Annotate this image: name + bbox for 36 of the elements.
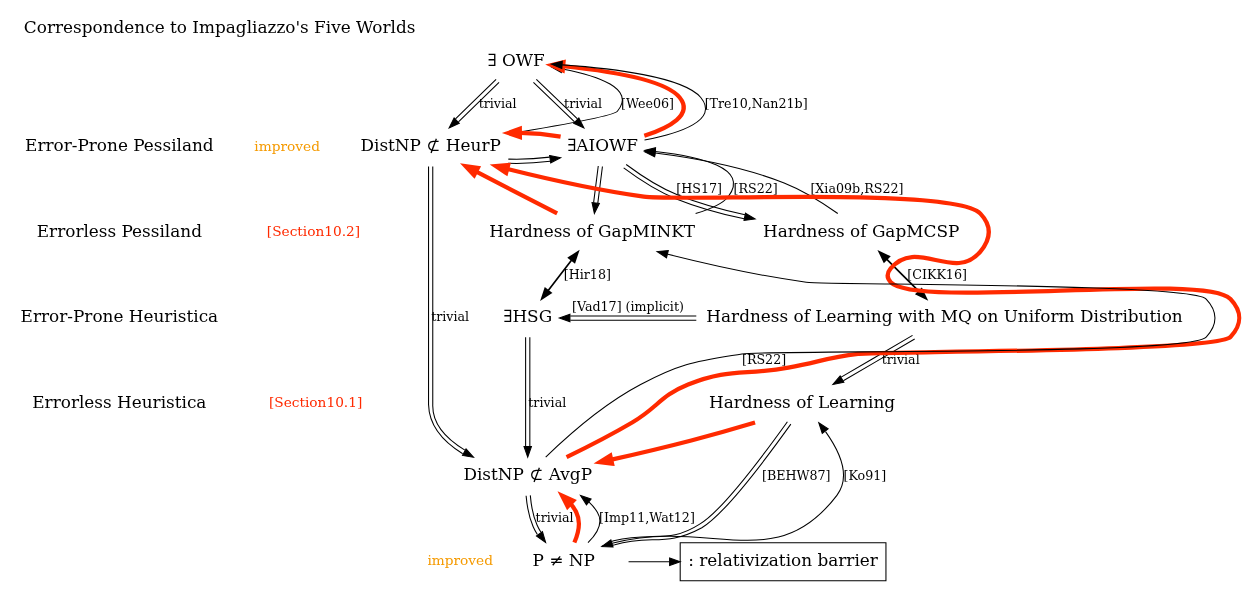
- label: improved: [254, 137, 320, 154]
- label: [Section10.2]: [266, 223, 361, 240]
- edge-label: [Hir18]: [563, 266, 611, 282]
- edge-label: [BEHW87]: [761, 467, 831, 483]
- edge-label: [CIKK16]: [907, 266, 967, 282]
- node-text: Hardness of GapMCSP: [762, 220, 960, 241]
- diagram-title: Correspondence to Impagliazzo's Five Worlds: [23, 16, 416, 37]
- node-text: DistNP ⊄ AvgP: [463, 464, 592, 485]
- label: improved: [427, 552, 493, 569]
- legend-label: : relativization barrier: [688, 549, 878, 570]
- edge-label: trivial: [478, 95, 517, 111]
- node-text: Hardness of Learning with MQ on Uniform Distribution: [706, 306, 1183, 327]
- edge-label: trivial: [881, 352, 920, 368]
- label: [Section10.1]: [268, 394, 363, 411]
- node-text: P ≠ NP: [532, 549, 595, 570]
- label: Error-Prone Heuristica: [20, 306, 219, 327]
- edge-label: [Ko91]: [843, 467, 887, 483]
- edge-label: [Vad17] (implicit): [571, 299, 684, 315]
- node-text: ∃ OWF: [487, 49, 545, 70]
- node-text: Hardness of GapMINKT: [489, 220, 696, 241]
- edge-label: trivial: [535, 510, 574, 526]
- label: Errorless Heuristica: [32, 391, 207, 412]
- label: Errorless Pessiland: [36, 220, 202, 241]
- edge-label: [Xia09b,RS22]: [810, 181, 904, 197]
- edge-label: [Wee06]: [621, 95, 674, 111]
- edge-label: [RS22]: [741, 352, 787, 368]
- edge-label: [Imp11,Wat12]: [599, 510, 695, 526]
- edge-label: [Tre10,Nan21b]: [704, 95, 808, 111]
- node-text: ∃AIOWF: [567, 135, 639, 156]
- node-text: DistNP ⊄ HeurP: [360, 135, 501, 156]
- edge-label: trivial: [564, 95, 603, 111]
- node-text: Hardness of Learning: [708, 391, 896, 412]
- edge-label: [RS22]: [733, 181, 778, 197]
- label: Error-Prone Pessiland: [25, 135, 214, 156]
- node-text: ∃HSG: [503, 306, 553, 327]
- edge-label: [HS17]: [676, 181, 723, 197]
